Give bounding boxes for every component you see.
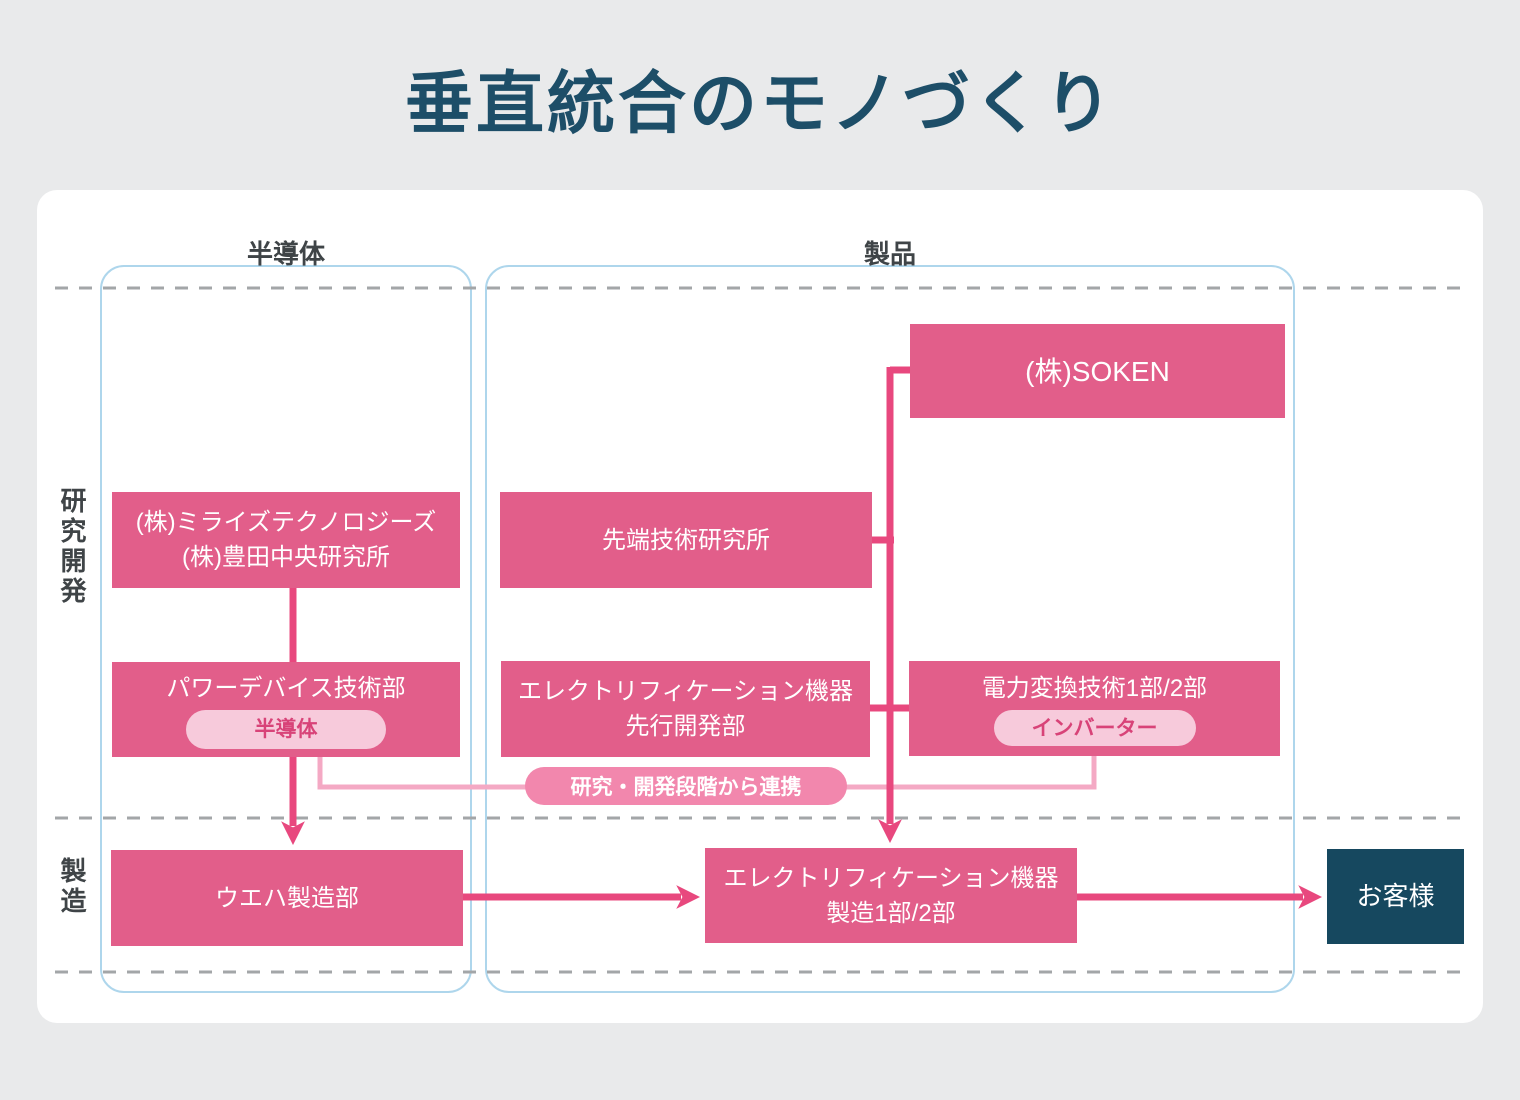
node-power-device: パワーデバイス技術部 半導体 xyxy=(112,662,460,757)
collab-link-left xyxy=(317,746,527,790)
tag-inverter: インバーター xyxy=(993,710,1196,746)
node-power-device-label: パワーデバイス技術部 xyxy=(166,674,406,702)
lane-product xyxy=(485,265,1295,993)
node-customer-label: お客様 xyxy=(1356,881,1435,911)
diagram-card: 半導体 製品 研究開発 製造 (株)ミライズテクノロジーズ (株)豊田中央研究所 xyxy=(37,190,1483,1023)
node-soken-label: (株)SOKEN xyxy=(1025,355,1170,387)
node-mirise-toyota-central: (株)ミライズテクノロジーズ (株)豊田中央研究所 xyxy=(112,492,460,588)
node-wafer-mfg: ウエハ製造部 xyxy=(111,850,463,946)
column-header-semiconductor: 半導体 xyxy=(246,239,325,269)
connector-layer xyxy=(55,286,1468,974)
node-mirise-line1: (株)ミライズテクノロジーズ xyxy=(135,509,437,536)
node-power-conversion: 電力変換技術1部/2部 インバーター xyxy=(909,661,1280,756)
node-mirise-line2: (株)豊田中央研究所 xyxy=(182,544,390,571)
node-elec-mfg: エレクトリフィケーション機器 製造1部/2部 xyxy=(705,848,1077,943)
tag-semiconductor: 半導体 xyxy=(186,709,386,749)
node-advanced-research-label: 先端技術研究所 xyxy=(602,526,770,554)
row-label-manufacturing: 製造 xyxy=(57,857,87,917)
node-elec-mfg-line2: 製造1部/2部 xyxy=(826,899,956,927)
node-elec-advance-dev-line2: 先行開発部 xyxy=(625,713,746,740)
node-elec-advance-dev: エレクトリフィケーション機器 先行開発部 xyxy=(501,661,870,757)
column-header-product: 製品 xyxy=(863,239,916,269)
node-elec-advance-dev-line1: エレクトリフィケーション機器 xyxy=(517,678,854,705)
node-wafer-mfg-label: ウエハ製造部 xyxy=(215,884,359,912)
collaboration-pill: 研究・開発段階から連携 xyxy=(525,767,847,805)
row-label-rnd: 研究開発 xyxy=(57,487,87,607)
node-elec-mfg-line1: エレクトリフィケーション機器 xyxy=(723,864,1059,892)
lane-semiconductor xyxy=(100,265,472,993)
node-advanced-research: 先端技術研究所 xyxy=(500,492,872,588)
node-customer: お客様 xyxy=(1327,849,1464,944)
page-title: 垂直統合のモノづくり xyxy=(404,66,1115,142)
node-power-conversion-label: 電力変換技術1部/2部 xyxy=(981,675,1208,702)
collab-link-right xyxy=(845,746,1097,790)
node-soken: (株)SOKEN xyxy=(910,324,1285,418)
collaboration-pill-label: 研究・開発段階から連携 xyxy=(570,776,802,799)
